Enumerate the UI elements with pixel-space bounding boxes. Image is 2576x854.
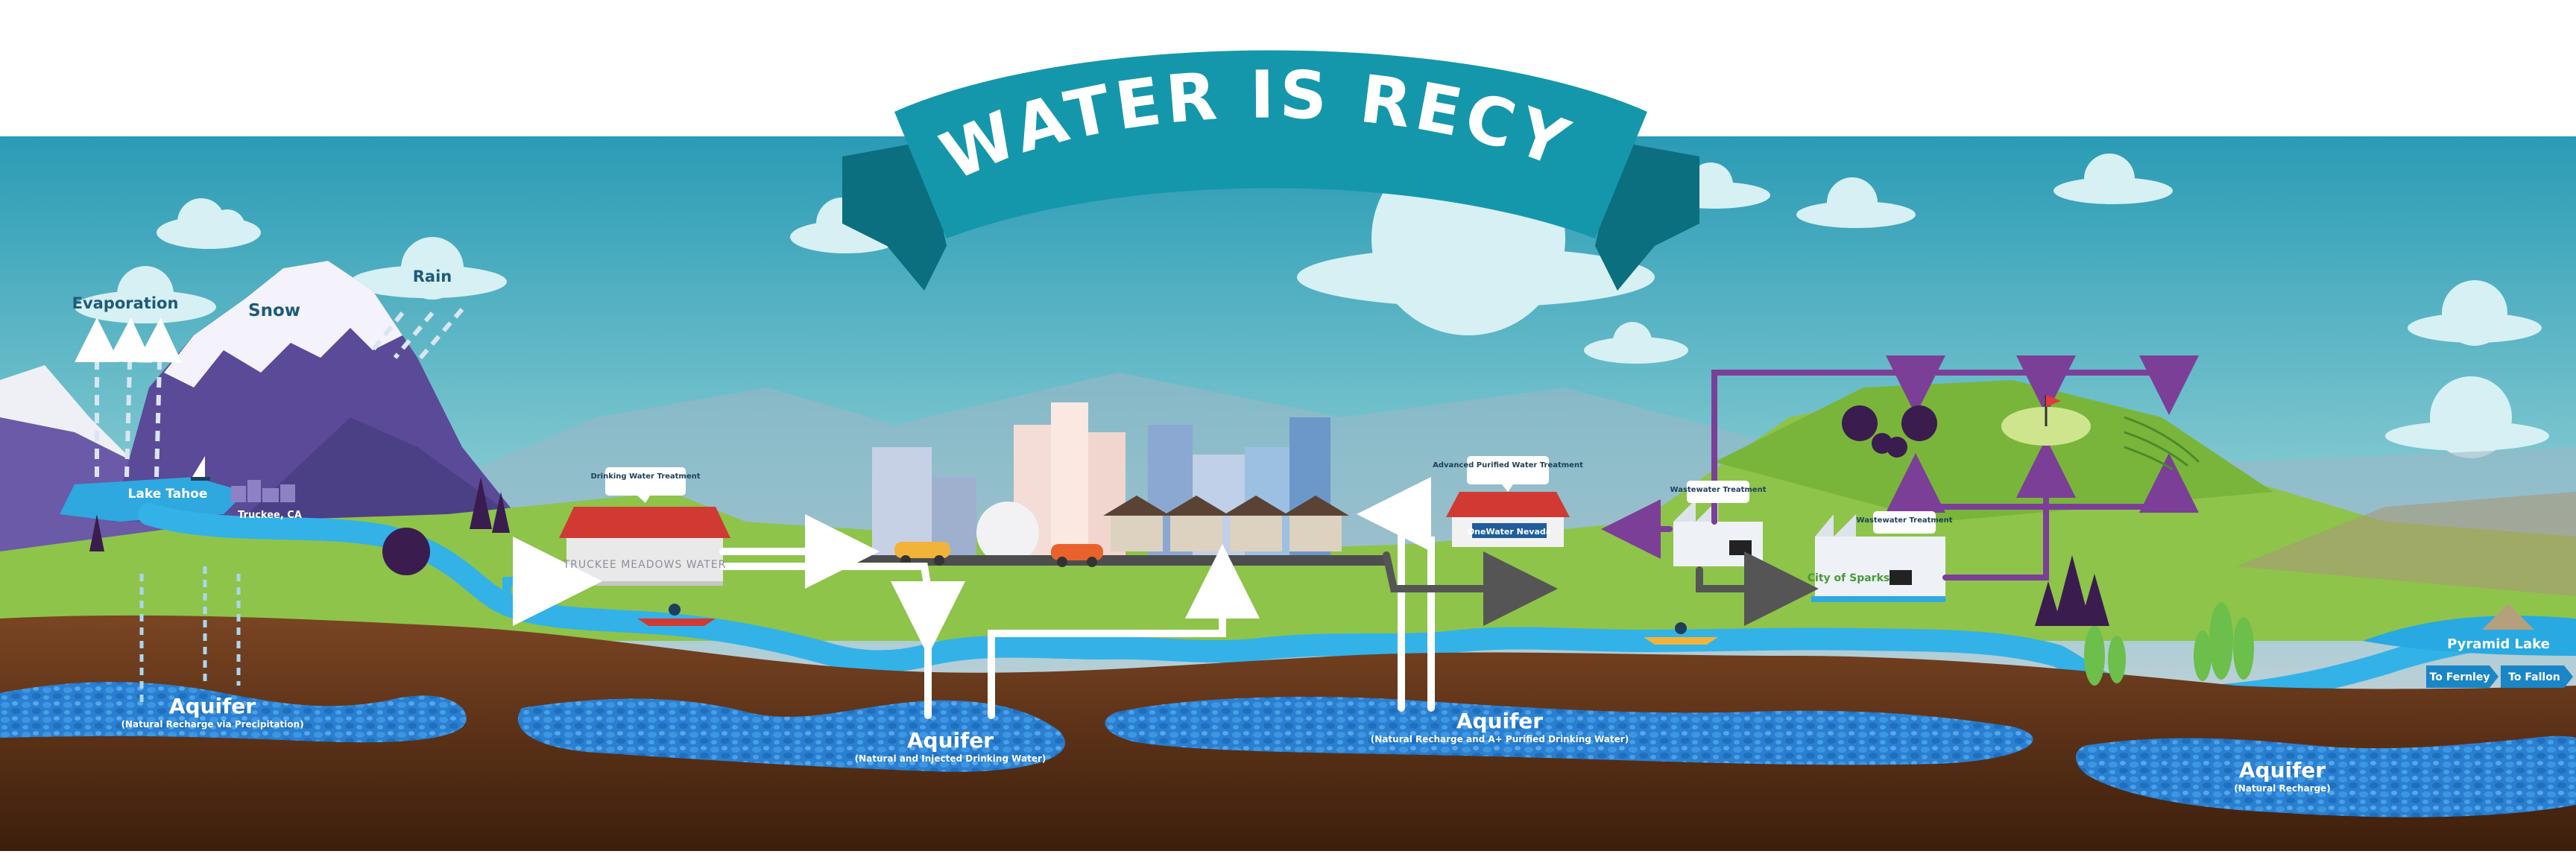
city-of-sparks-sign: City of Sparks xyxy=(1808,572,1890,584)
wastewater-2-label: Wastewater Treatment xyxy=(1857,516,1953,525)
reclaimed-water-flow xyxy=(1601,355,2199,581)
aquifer-3-subtitle: (Natural Recharge and A+ Purified Drinki… xyxy=(1371,734,1629,744)
aquifer-4 xyxy=(2076,736,2576,817)
kayak-icon xyxy=(637,604,716,626)
sailboat-icon xyxy=(191,456,210,481)
car-icon xyxy=(1051,544,1103,567)
pyramid-rock xyxy=(2482,604,2534,630)
evaporation-label: Evaporation xyxy=(72,294,179,312)
aquifer-1 xyxy=(0,682,467,743)
mountain-shadow xyxy=(224,417,522,537)
rain-label: Rain xyxy=(413,268,452,285)
truckee-label: Truckee, CA xyxy=(238,510,302,521)
callout-drinking-water: Drinking Water Treatment xyxy=(590,467,701,503)
to-fallon-tag xyxy=(2501,665,2573,688)
farm-field-icon xyxy=(2124,416,2200,471)
aquifer-3 xyxy=(1105,697,2033,765)
outflow-tags xyxy=(2426,665,2573,688)
recharge-lines xyxy=(139,566,241,708)
pyramid-lake-label: Pyramid Lake xyxy=(2447,636,2550,652)
callout-wastewater-1: Wastewater Treatment xyxy=(1670,481,1767,503)
aquifer-4-title: Aquifer xyxy=(2239,758,2326,782)
cloud-icon xyxy=(350,237,507,300)
cloud-icon xyxy=(1796,177,1916,228)
advanced-purified-label: Advanced Purified Water Treatment xyxy=(1433,461,1583,469)
cloud-icon xyxy=(2053,154,2173,204)
cloud-icon xyxy=(157,198,261,249)
to-fernley-tag xyxy=(2426,665,2498,688)
wastewater-plant-2 xyxy=(1811,514,1945,602)
evaporation-arrows xyxy=(75,317,183,478)
wastewater-1-label: Wastewater Treatment xyxy=(1670,486,1767,494)
callout-wastewater-2: Wastewater Treatment xyxy=(1857,511,1953,534)
cloud-icon xyxy=(2385,376,2549,458)
aquifer-4-subtitle: (Natural Recharge) xyxy=(2234,783,2330,794)
to-fernley-label: To Fernley xyxy=(2430,671,2490,683)
drinking-water-pipes xyxy=(719,477,1435,719)
golf-course-icon xyxy=(2001,395,2091,446)
drinking-water-treatment-plant xyxy=(559,507,730,586)
aquifer-3-title: Aquifer xyxy=(1456,709,1543,733)
aquifer-1-title: Aquifer xyxy=(169,694,256,718)
advanced-purified-water-plant xyxy=(1446,492,1570,547)
kayak-icon xyxy=(1644,622,1718,645)
rain-streaks xyxy=(370,308,464,363)
aquifer-2-title: Aquifer xyxy=(907,728,994,753)
houses xyxy=(1103,496,1349,551)
lake-tahoe xyxy=(60,477,246,522)
drinking-water-treatment-label: Drinking Water Treatment xyxy=(590,472,700,481)
conifers xyxy=(89,477,2109,626)
onewater-nevada-sign: OneWater Nevada xyxy=(1468,527,1551,537)
desert-hill xyxy=(2236,492,2576,596)
clouds xyxy=(75,142,2549,458)
trees-icon xyxy=(1842,405,1937,458)
snow-label: Snow xyxy=(248,301,300,320)
callout-advanced-purified: Advanced Purified Water Treatment xyxy=(1433,456,1583,492)
cloud-icon xyxy=(75,266,216,323)
snow-cap xyxy=(164,261,402,388)
river-intake-pipe xyxy=(502,537,602,626)
truckee-town xyxy=(231,480,295,502)
cloud-icon xyxy=(1584,322,1688,364)
to-fallon-label: To Fallon xyxy=(2508,671,2560,683)
aquifer-1-subtitle: (Natural Recharge via Precipitation) xyxy=(121,719,303,730)
poplar-trees xyxy=(2084,602,2254,686)
cloud-icon xyxy=(2408,280,2542,346)
wastewater-pipes xyxy=(1383,551,1819,626)
aquifer-2-subtitle: (Natural and Injected Drinking Water) xyxy=(855,753,1046,764)
truckee-meadows-water-sign: TRUCKEE MEADOWS WATER xyxy=(563,559,727,571)
lake-tahoe-label: Lake Tahoe xyxy=(128,487,208,502)
